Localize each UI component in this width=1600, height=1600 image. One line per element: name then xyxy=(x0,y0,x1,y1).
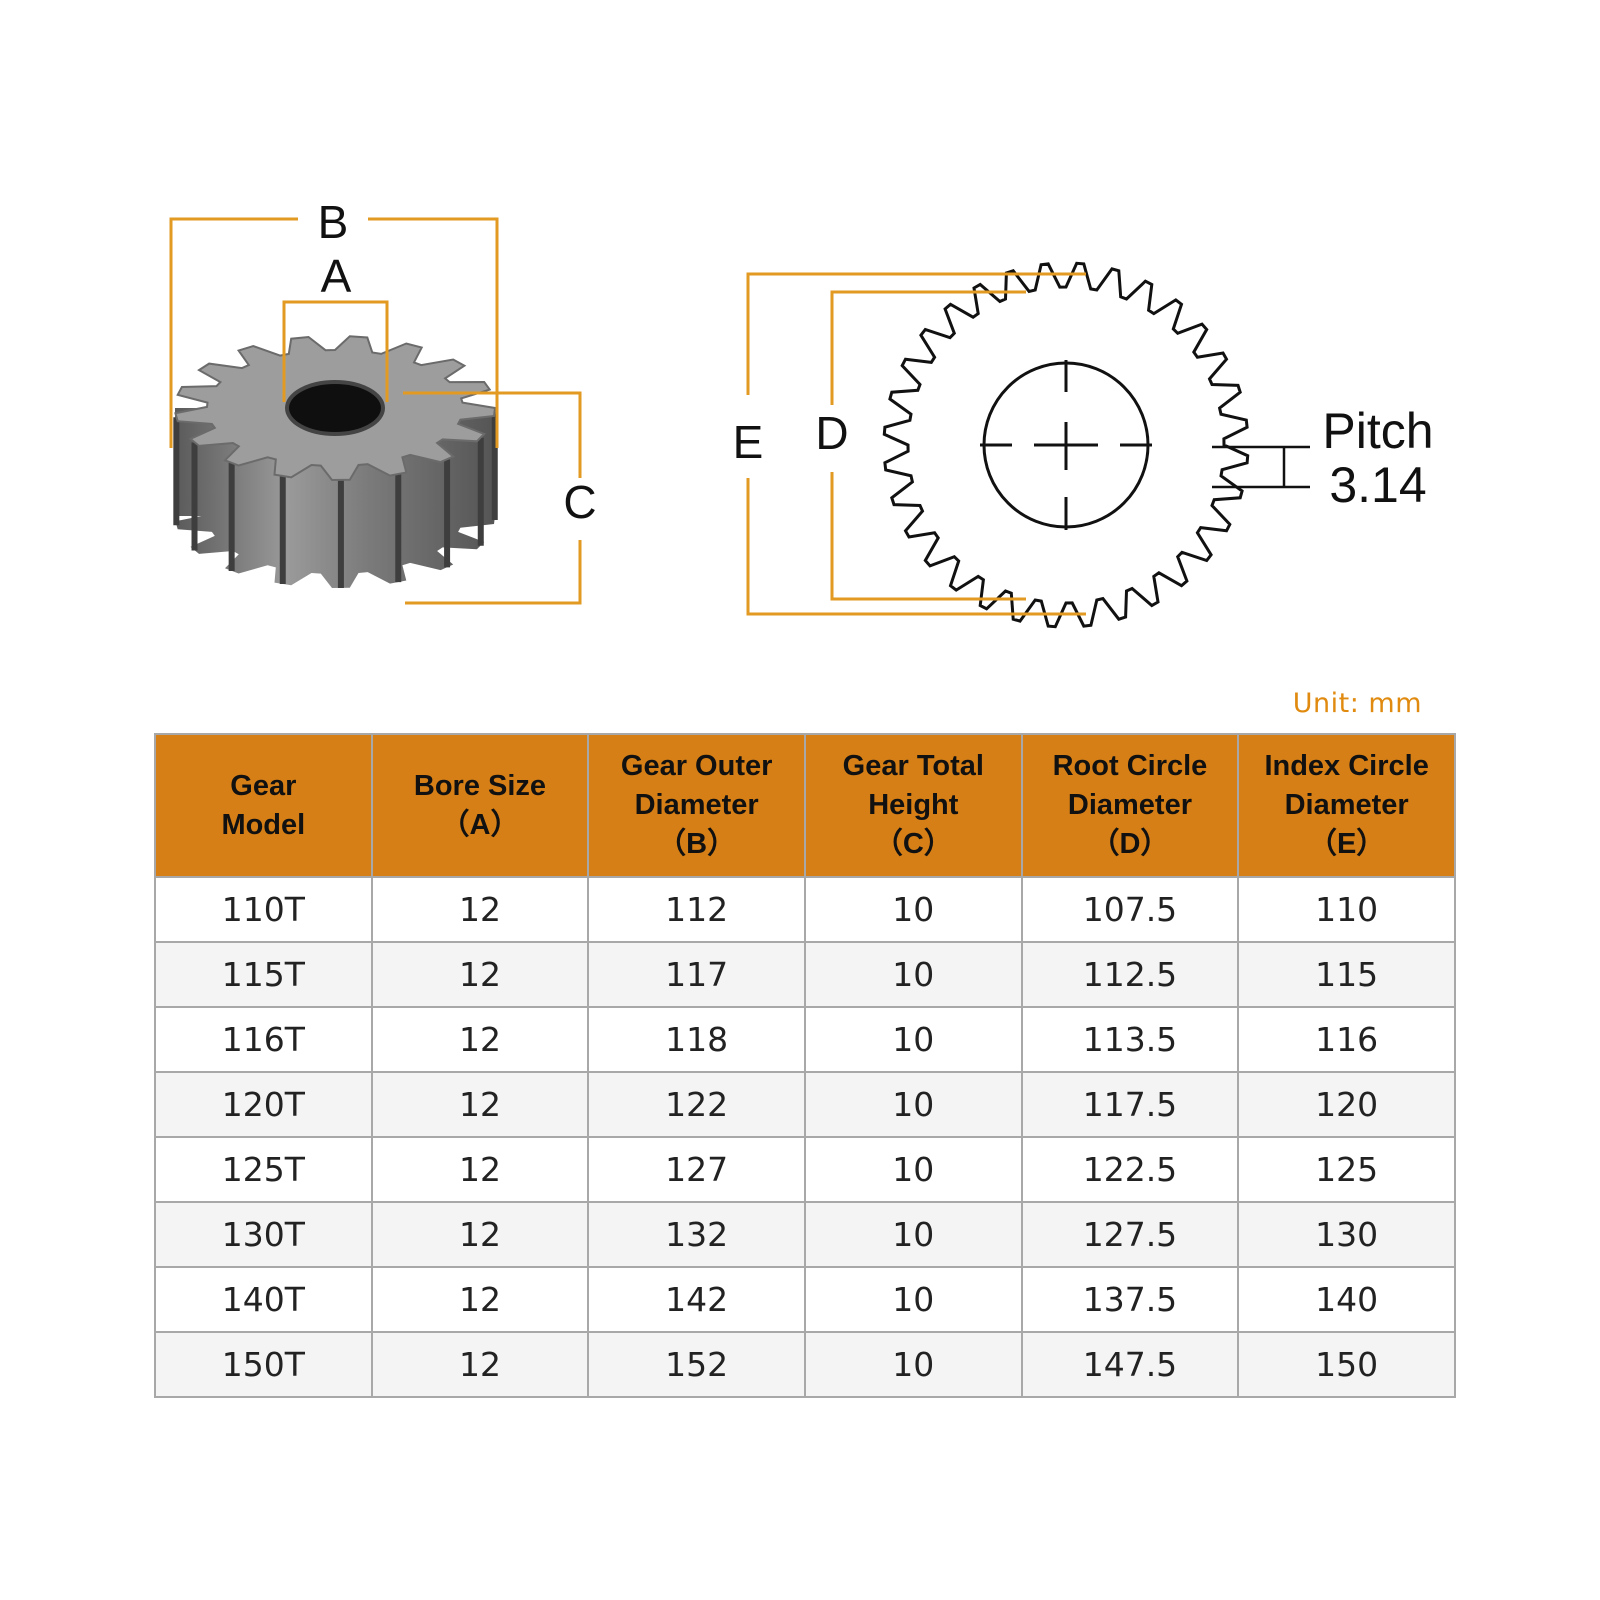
table-cell: 127 xyxy=(587,1136,806,1203)
table-cell: 152 xyxy=(587,1331,806,1398)
header-line: Bore Size xyxy=(413,769,547,802)
header-sub: （B） xyxy=(657,828,737,860)
right-dimension-lines xyxy=(746,272,1086,616)
table-cell: 118 xyxy=(587,1006,806,1073)
header-line: Height xyxy=(868,789,959,821)
header-bore-size: Bore Size （A） xyxy=(370,733,590,878)
center-mark xyxy=(980,360,1152,530)
header-line: Gear Total xyxy=(842,750,984,782)
table-cell: 115T xyxy=(154,941,373,1008)
header-line: Gear xyxy=(230,769,297,802)
table-cell: 116 xyxy=(1237,1006,1456,1073)
header-line: Index Circle xyxy=(1264,750,1429,782)
table-cell: 130T xyxy=(154,1201,373,1268)
header-line: Diameter xyxy=(1284,789,1409,821)
gear-tooth-outline xyxy=(882,261,1250,629)
table-cell: 116T xyxy=(154,1006,373,1073)
pitch-indicator xyxy=(1212,445,1310,489)
label-d: D xyxy=(815,407,848,459)
table-cell: 150T xyxy=(154,1331,373,1398)
gear-bore-hole xyxy=(285,380,385,436)
table-cell: 125 xyxy=(1237,1136,1456,1203)
label-b: B xyxy=(318,196,349,248)
table-cell: 125T xyxy=(154,1136,373,1203)
table-cell: 12 xyxy=(370,1201,590,1268)
table-cell: 10 xyxy=(803,1006,1023,1073)
header-line: Diameter xyxy=(1067,789,1193,821)
header-sub: （C） xyxy=(873,828,953,860)
table-cell: 140 xyxy=(1237,1266,1456,1333)
table-cell: 10 xyxy=(803,1136,1023,1203)
table-cell: 117 xyxy=(587,941,806,1008)
label-c: C xyxy=(563,476,596,528)
left-dimension-lines xyxy=(169,217,582,605)
table-cell: 12 xyxy=(370,941,590,1008)
pitch-value: 3.14 xyxy=(1329,457,1426,513)
table-cell: 122 xyxy=(587,1071,806,1138)
table-cell: 12 xyxy=(370,1266,590,1333)
table-cell: 127.5 xyxy=(1020,1201,1240,1268)
table-cell: 110 xyxy=(1237,876,1456,943)
table-cell: 12 xyxy=(370,1331,590,1398)
table-cell: 120 xyxy=(1237,1071,1456,1138)
header-line: Gear Outer xyxy=(620,750,773,782)
table-cell: 115 xyxy=(1237,941,1456,1008)
header-line: Root Circle xyxy=(1052,750,1208,782)
table-cell: 10 xyxy=(803,876,1023,943)
gear-photo xyxy=(173,335,498,588)
table-cell: 137.5 xyxy=(1020,1266,1240,1333)
table-cell: 112.5 xyxy=(1020,941,1240,1008)
table-cell: 112 xyxy=(587,876,806,943)
table-cell: 12 xyxy=(370,1006,590,1073)
table-cell: 10 xyxy=(803,1266,1023,1333)
table-cell: 110T xyxy=(154,876,373,943)
table-cell: 107.5 xyxy=(1020,876,1240,943)
table-cell: 113.5 xyxy=(1020,1006,1240,1073)
gear-bottom xyxy=(175,444,495,588)
table-cell: 12 xyxy=(370,1136,590,1203)
table-cell: 10 xyxy=(803,1071,1023,1138)
header-line: Diameter xyxy=(634,789,759,821)
unit-note: Unit: mm xyxy=(1292,688,1422,719)
table-cell: 120T xyxy=(154,1071,373,1138)
table-cell: 12 xyxy=(370,1071,590,1138)
table-cell: 132 xyxy=(587,1201,806,1268)
label-a: A xyxy=(321,250,352,302)
gear-schematic xyxy=(882,261,1250,629)
header-sub: （E） xyxy=(1307,828,1386,860)
header-sub: （D） xyxy=(1090,828,1170,860)
pitch-label: Pitch xyxy=(1322,403,1433,459)
table-cell: 142 xyxy=(587,1266,806,1333)
table-cell: 10 xyxy=(803,1331,1023,1398)
table-cell: 122.5 xyxy=(1020,1136,1240,1203)
table-cell: 140T xyxy=(154,1266,373,1333)
table-cell: 117.5 xyxy=(1020,1071,1240,1138)
table-cell: 12 xyxy=(370,876,590,943)
header-sub: （A） xyxy=(440,808,520,841)
gear-diagram: B A C E D Pitch 3.14 xyxy=(169,196,1434,629)
table-cell: 130 xyxy=(1237,1201,1456,1268)
header-line: Model xyxy=(221,808,306,841)
table-cell: 10 xyxy=(803,941,1023,1008)
table-cell: 10 xyxy=(803,1201,1023,1268)
label-e: E xyxy=(733,416,764,468)
table-cell: 147.5 xyxy=(1020,1331,1240,1398)
table-cell: 150 xyxy=(1237,1331,1456,1398)
